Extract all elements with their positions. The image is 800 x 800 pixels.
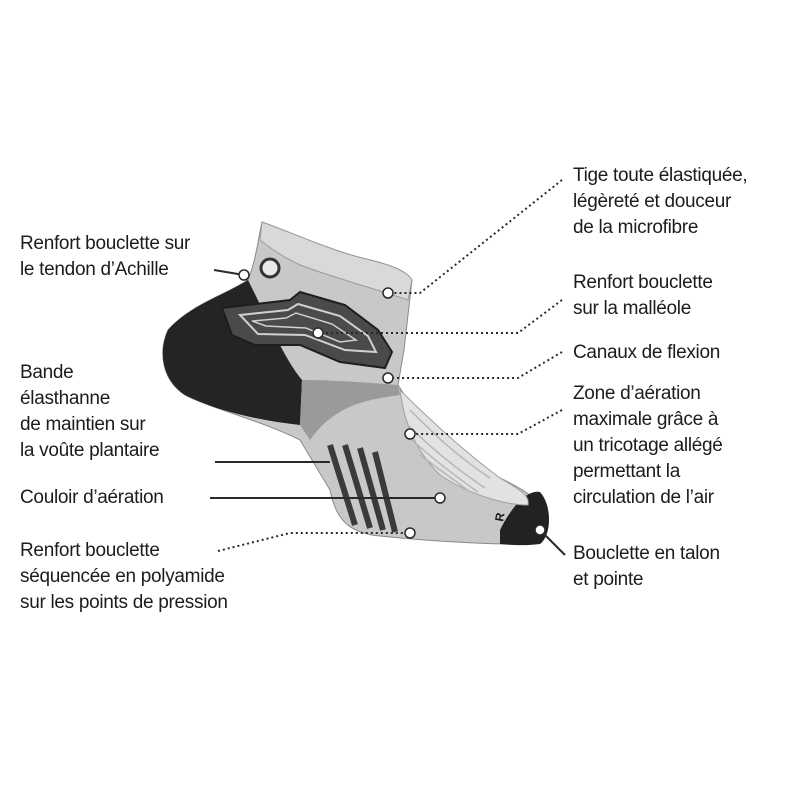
label-canaux: Canaux de flexion — [573, 340, 720, 366]
leader-talon — [539, 529, 566, 556]
label-zone-line4: permettant la — [573, 461, 680, 482]
marker-canaux — [382, 372, 394, 384]
sock-illustration: R — [162, 221, 549, 546]
heel-dark — [162, 280, 302, 425]
label-bande-line1: Bande — [20, 362, 74, 383]
leader-tige — [388, 179, 563, 294]
malleole-patch — [220, 290, 394, 370]
marker-zone — [404, 428, 416, 440]
label-pression-line2: séquencée en polyamide — [20, 566, 225, 587]
label-tige-line2: légèreté et douceur — [573, 191, 732, 212]
label-achille: Renfort bouclette sur le tendon d’Achill… — [20, 231, 190, 283]
label-pression-line1: Renfort bouclette — [20, 540, 160, 561]
malleole-patch-inner — [237, 302, 378, 354]
label-malleole: Renfort bouclette sur la malléole — [573, 270, 713, 322]
marker-pression — [404, 527, 416, 539]
label-tige-line3: de la microfibre — [573, 217, 699, 238]
label-talon-pointe: Bouclette en talon et pointe — [573, 541, 720, 593]
malleole-patch-inner-2 — [251, 312, 359, 343]
label-zone: Zone d’aération maximale grâce à un tric… — [573, 381, 723, 511]
label-pression-line3: sur les points de pression — [20, 592, 228, 613]
label-bande-line3: de maintien sur — [20, 414, 146, 435]
marker-couloir — [434, 492, 446, 504]
markers — [238, 269, 546, 539]
label-achille-line2: le tendon d’Achille — [20, 259, 169, 280]
label-malleole-line2: sur la malléole — [573, 298, 691, 319]
marker-malleole — [312, 327, 324, 339]
label-bande-line2: élasthanne — [20, 388, 110, 409]
label-pression: Renfort bouclette séquencée en polyamide… — [20, 538, 228, 616]
label-couloir: Couloir d’aération — [20, 485, 164, 511]
label-zone-line1: Zone d’aération — [573, 383, 701, 404]
label-zone-line2: maximale grâce à — [573, 409, 719, 430]
label-talon-line1: Bouclette en talon — [573, 543, 720, 564]
leader-malleole — [318, 299, 563, 334]
label-zone-line3: un tricotage allégé — [573, 435, 723, 456]
sole-stripes — [327, 444, 398, 533]
label-couloir-line1: Couloir d’aération — [20, 487, 164, 508]
label-tige-line1: Tige toute élastiquée, — [573, 165, 748, 186]
marker-achille — [238, 269, 250, 281]
aeration-zone — [399, 388, 529, 506]
label-zone-line5: circulation de l’air — [573, 487, 714, 508]
label-malleole-line1: Renfort bouclette — [573, 272, 713, 293]
label-bande-line4: la voûte plantaire — [20, 440, 160, 461]
marker-talon — [534, 524, 546, 536]
label-achille-line1: Renfort bouclette sur — [20, 233, 191, 254]
logo-circle — [259, 257, 281, 279]
leader-zone — [410, 409, 563, 435]
label-tige: Tige toute élastiquée, légèreté et douce… — [573, 163, 748, 241]
arch-band — [300, 380, 400, 440]
toe-mark: R — [492, 511, 507, 522]
marker-tige — [382, 287, 394, 299]
leader-canaux — [388, 351, 563, 379]
label-bande: Bande élasthanne de maintien sur la voût… — [20, 360, 160, 464]
leader-lines — [210, 179, 566, 556]
label-talon-line2: et pointe — [573, 569, 644, 590]
label-canaux-line1: Canaux de flexion — [573, 342, 721, 363]
cuff — [259, 221, 413, 301]
